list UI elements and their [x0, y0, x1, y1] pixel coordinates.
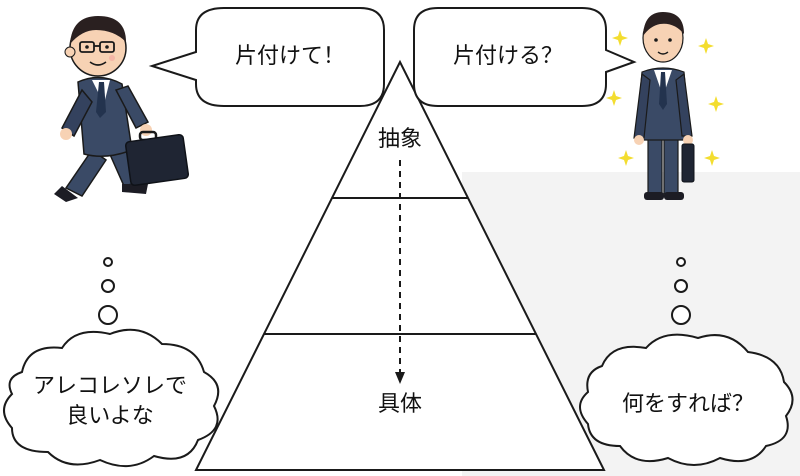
thought-cloud-left-line2: 良いよな	[66, 404, 154, 429]
sub-shoe-right	[664, 192, 684, 200]
thought-dot-medium	[101, 279, 115, 293]
thought-cloud-left-line1: アレコレソレで	[33, 374, 187, 399]
boss-back-shoe	[54, 186, 78, 202]
sub-hair	[643, 12, 684, 36]
thought-dot-small	[103, 257, 113, 267]
boss-tie	[96, 82, 106, 118]
briefcase-body	[124, 133, 190, 187]
boss-glasses-left	[79, 41, 95, 53]
boss-back-arm	[61, 88, 93, 138]
thought-cloud-right: 何をすれば？	[579, 333, 794, 466]
boss-eye-right	[105, 45, 109, 49]
pyramid-outline	[194, 59, 606, 471]
boss-glasses-right	[99, 41, 115, 53]
sub-arm-left	[633, 72, 651, 139]
sparkle-group	[606, 30, 724, 166]
boss-front-hand	[140, 124, 152, 136]
thought-dots-left	[98, 257, 118, 325]
speech-bubble-right-text: 片付ける？	[453, 44, 563, 69]
boss-hair	[70, 16, 126, 44]
speech-bubble-right: 片付ける？	[413, 7, 637, 107]
sub-hand-right	[683, 135, 693, 145]
sparkle-icon	[612, 30, 628, 46]
sub-shoe-left	[644, 192, 664, 200]
boss-mouth	[89, 61, 107, 66]
sparkle-icon	[618, 150, 634, 166]
walking-businessman-icon	[54, 16, 190, 202]
boss-eye-left	[85, 45, 89, 49]
sparkle-icon	[698, 38, 714, 54]
thought-cloud-left-shape	[3, 328, 220, 467]
sparkle-icon	[708, 96, 724, 112]
sparkle-icon	[606, 90, 622, 106]
pyramid-top-label: 抽象	[378, 127, 422, 152]
sub-briefcase-body	[681, 143, 695, 183]
abstraction-pyramid: 抽象 具体	[194, 59, 606, 471]
thought-cloud-right-shape	[579, 333, 794, 466]
abstraction-arrow-head	[395, 372, 405, 384]
speech-bubble-right-shape	[413, 7, 637, 107]
sub-leg-left	[647, 133, 663, 195]
boss-ear	[64, 46, 76, 58]
sub-leg-right	[663, 133, 679, 195]
thought-dot-small	[676, 257, 686, 267]
boss-front-arm	[114, 85, 150, 129]
pyramid-bottom-label: 具体	[378, 392, 422, 417]
sub-eye-left	[654, 38, 658, 42]
thought-dot-large	[98, 305, 118, 325]
boss-back-hand	[60, 128, 72, 140]
sub-tie	[659, 72, 667, 110]
briefcase-icon	[124, 130, 190, 187]
thought-dots-right	[671, 257, 691, 325]
sub-arm-right	[675, 72, 693, 137]
thought-dot-large	[671, 305, 691, 325]
speech-bubble-left-text: 片付けて！	[235, 44, 345, 69]
sub-hand-left	[634, 135, 644, 145]
briefcase-icon	[681, 143, 695, 183]
boss-cheek	[109, 55, 115, 61]
thought-cloud-left: アレコレソレで 良いよな	[3, 328, 220, 467]
speech-bubble-left-shape	[148, 7, 385, 107]
standing-businessman-icon	[633, 12, 695, 200]
sparkle-icon	[704, 150, 720, 166]
thought-cloud-right-text: 何をすれば？	[622, 392, 754, 417]
speech-bubble-left: 片付けて！	[148, 7, 385, 107]
sub-eye-right	[668, 38, 672, 42]
thought-dot-medium	[674, 279, 688, 293]
boss-front-shoe	[122, 184, 148, 194]
sub-mouth	[657, 51, 669, 55]
